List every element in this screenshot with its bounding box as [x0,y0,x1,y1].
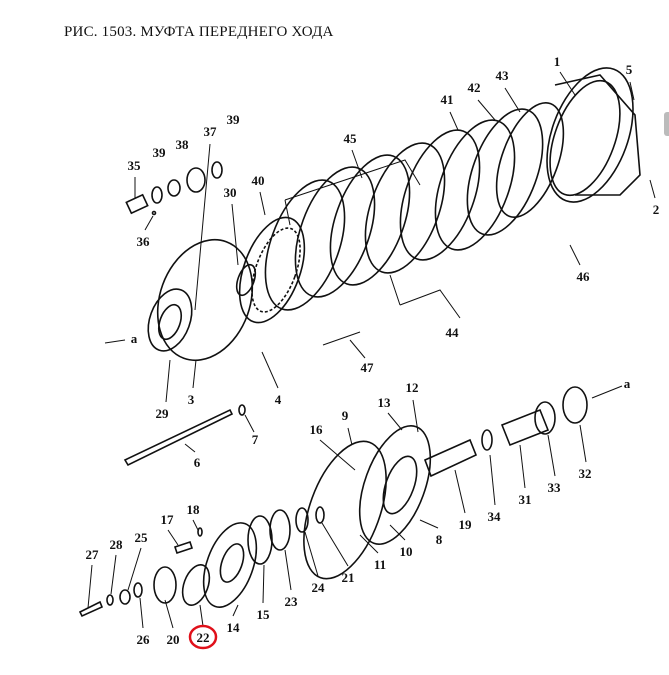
label-45[interactable]: 45 [344,131,358,146]
label-29[interactable]: 29 [156,406,170,421]
label-35[interactable]: 35 [128,158,142,173]
label-30[interactable]: 30 [224,185,237,200]
label-40[interactable]: 40 [252,173,265,188]
highlight-circle [188,624,218,650]
carrier-part-3 [147,238,254,362]
label-32[interactable]: 32 [579,466,592,481]
label-36[interactable]: 36 [137,234,151,249]
part-number-labels: 1 5 2 43 42 41 45 46 44 40 30 39 37 38 3… [86,54,660,650]
leader-lines-upper [104,71,656,403]
leader-lines-lower [87,399,587,629]
label-41[interactable]: 41 [441,92,454,107]
label-14[interactable]: 14 [227,620,241,635]
label-43[interactable]: 43 [496,68,510,83]
label-25[interactable]: 25 [135,530,149,545]
scrollbar-handle[interactable] [664,112,669,136]
label-31[interactable]: 31 [519,492,532,507]
label-42[interactable]: 42 [468,80,481,95]
label-19[interactable]: 19 [459,517,473,532]
label-a-left[interactable]: a [131,331,138,346]
label-1[interactable]: 1 [554,54,561,69]
shaft-6 [123,404,246,467]
label-21[interactable]: 21 [342,570,355,585]
label-5[interactable]: 5 [626,62,633,77]
label-39-top[interactable]: 39 [227,112,241,127]
label-28[interactable]: 28 [110,537,124,552]
housing-part-1 [546,67,641,203]
hub-gear-40 [235,216,306,324]
figure-title: РИС. 1503. МУФТА ПЕРЕДНЕГО ХОДА [64,24,334,40]
label-10[interactable]: 10 [400,544,413,559]
label-8[interactable]: 8 [436,532,443,547]
label-24[interactable]: 24 [312,580,326,595]
label-20[interactable]: 20 [167,632,180,647]
label-13[interactable]: 13 [378,395,392,410]
label-3[interactable]: 3 [188,392,195,407]
small-parts-35-39 [125,161,223,216]
label-15[interactable]: 15 [257,607,271,622]
label-11[interactable]: 11 [374,557,386,572]
label-47[interactable]: 47 [361,360,375,375]
shaft-19-and-gears [423,385,623,478]
label-22[interactable]: 22 [197,630,210,645]
label-37[interactable]: 37 [204,124,218,139]
label-12[interactable]: 12 [406,380,419,395]
label-46[interactable]: 46 [577,269,591,284]
front-parts-14-28 [78,506,325,618]
label-23[interactable]: 23 [285,594,299,609]
label-27[interactable]: 27 [86,547,100,562]
label-17[interactable]: 17 [161,512,175,527]
label-7[interactable]: 7 [252,432,259,447]
label-9[interactable]: 9 [342,408,349,423]
label-16[interactable]: 16 [310,422,324,437]
label-38[interactable]: 38 [176,137,190,152]
label-4[interactable]: 4 [275,392,282,407]
label-18[interactable]: 18 [187,502,201,517]
cover-part-8 [303,425,432,580]
clutch-plates [264,102,565,311]
label-33[interactable]: 33 [548,480,562,495]
label-34[interactable]: 34 [488,509,502,524]
label-39[interactable]: 39 [153,145,167,160]
label-26[interactable]: 26 [137,632,151,647]
label-6[interactable]: 6 [194,455,201,470]
label-44[interactable]: 44 [446,325,460,340]
label-2[interactable]: 2 [653,202,660,217]
label-a-right[interactable]: a [624,376,631,391]
